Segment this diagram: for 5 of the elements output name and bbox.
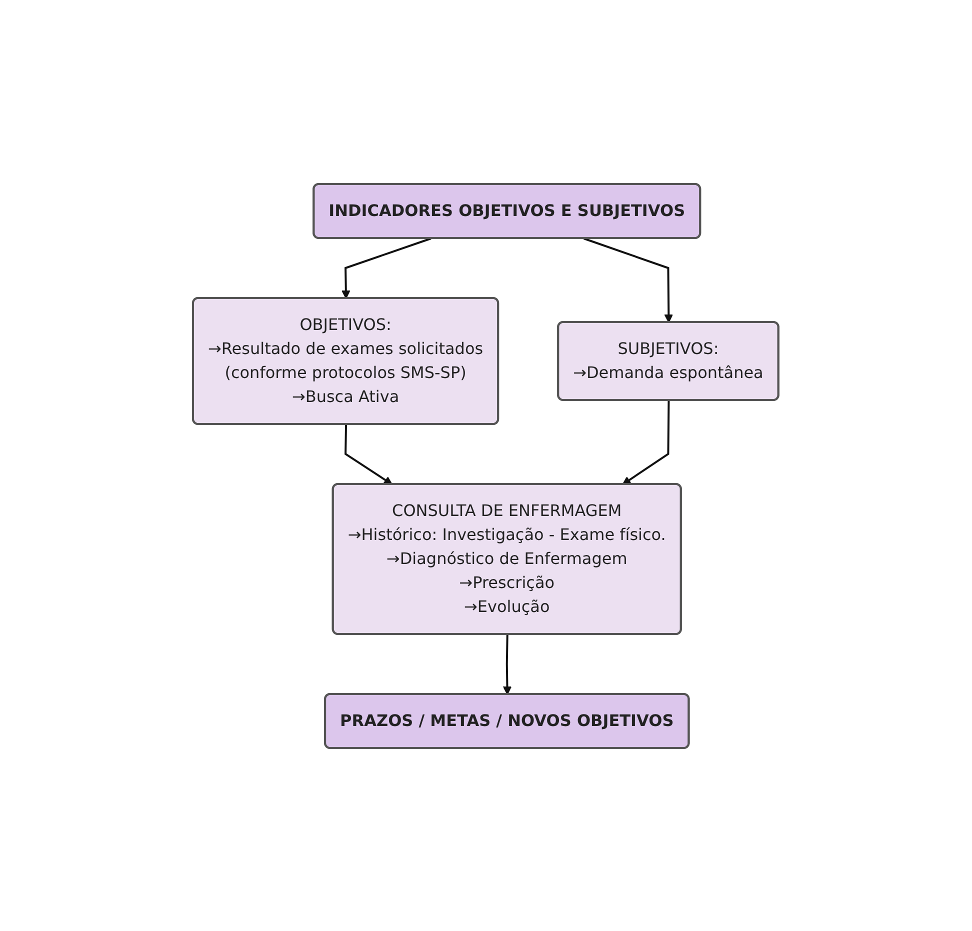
arrow: [622, 400, 670, 484]
arrow: [342, 237, 432, 298]
arrow: [503, 634, 512, 694]
arrow: [344, 424, 393, 484]
arrow: [584, 237, 674, 322]
